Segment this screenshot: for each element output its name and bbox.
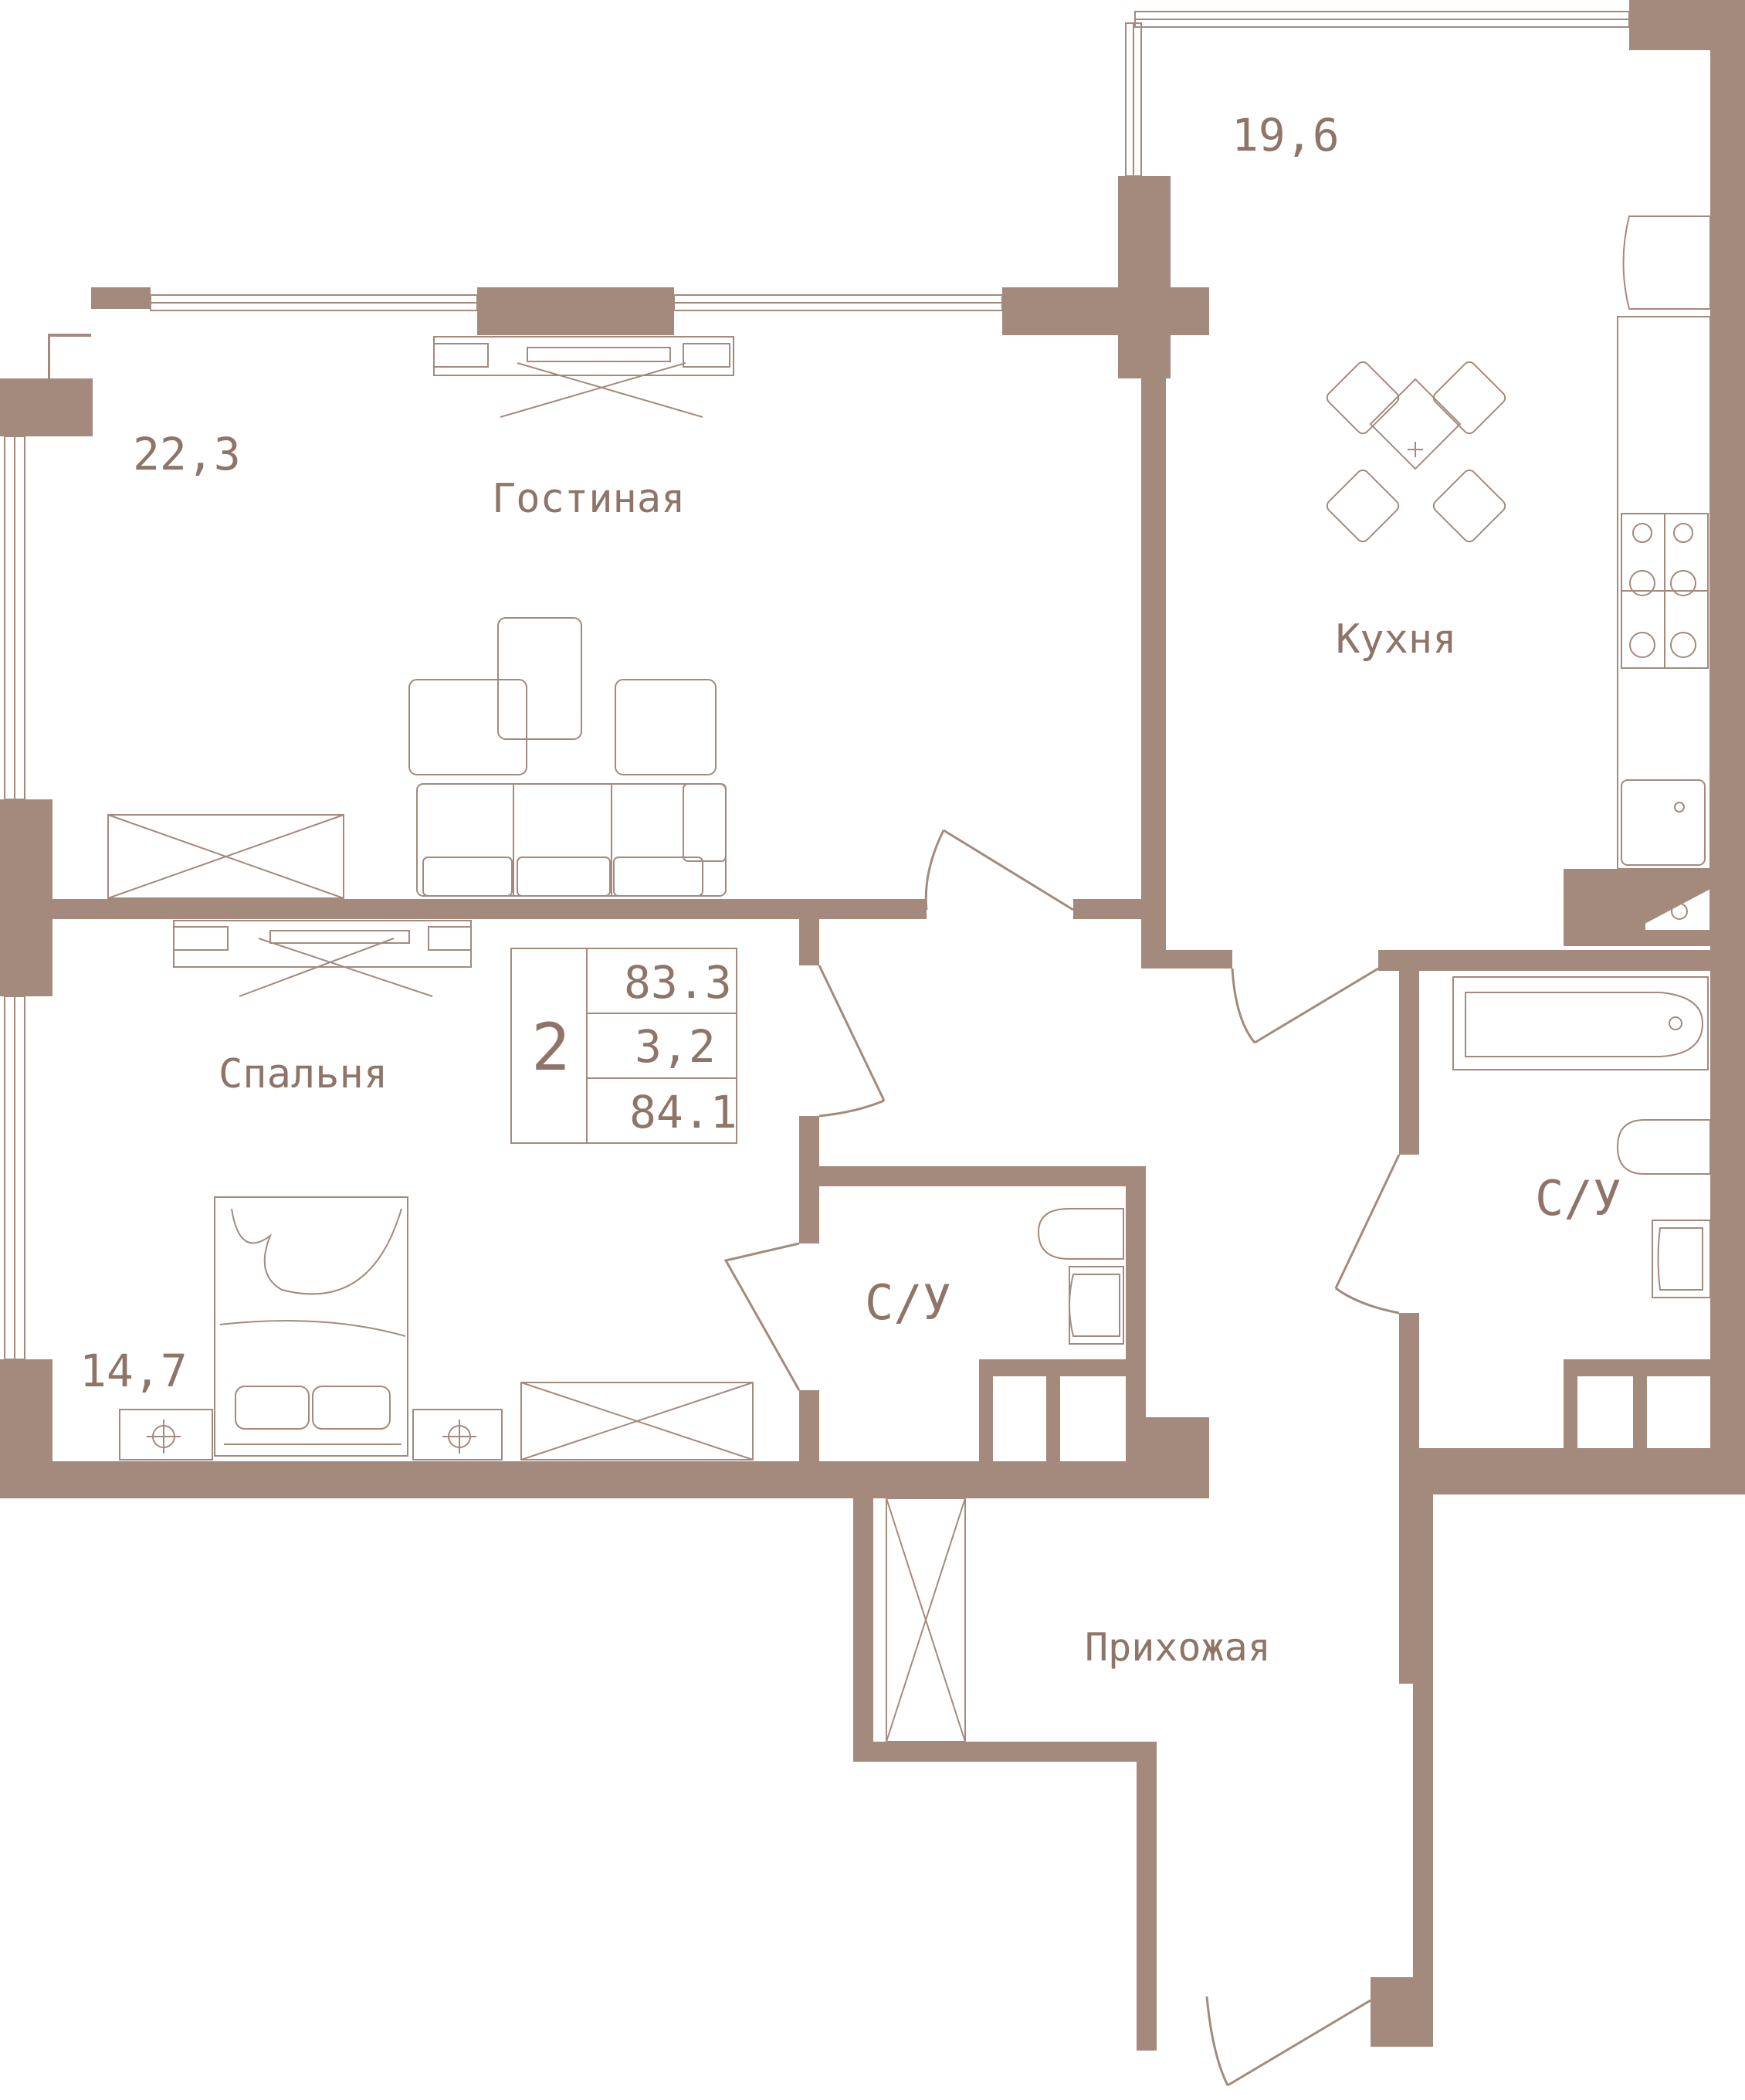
wall-bedroom-right-bot	[799, 1390, 819, 1471]
nightstand-right	[412, 1409, 503, 1461]
wall-living-top-right	[1002, 287, 1209, 335]
wall-kitchen-corner	[1629, 0, 1745, 958]
summary-rooms-count: 2	[531, 1009, 571, 1085]
wardrobe-hall	[886, 1498, 966, 1742]
wall-bath-right-right	[1710, 954, 1745, 1494]
washbasin-right	[1652, 1220, 1711, 1298]
nightstand-left	[119, 1409, 213, 1461]
storage-bedroom	[520, 1382, 754, 1461]
bathtub	[1452, 976, 1709, 1070]
wall-bath-right-shaft	[1564, 1359, 1745, 1376]
kitchen-counter	[1617, 215, 1711, 870]
labels: 22,3 Гостиная 19,6 Кухня Спальня 14,7 С/…	[80, 109, 1621, 1670]
summary-area-2: 3,2	[635, 1020, 716, 1073]
wall-living-top-mid	[477, 287, 674, 335]
wall-hall-left-lower	[1137, 1742, 1157, 2051]
wall-bath-right-shaft-v2	[1633, 1359, 1647, 1460]
door-kitchen	[1231, 967, 1379, 1044]
bath-right-name: С/У	[1535, 1170, 1621, 1226]
summary-box	[510, 948, 737, 1144]
sofa	[408, 617, 727, 897]
living-area: 22,3	[133, 428, 241, 480]
hall-name: Прихожая	[1085, 1625, 1271, 1670]
furniture	[107, 215, 1711, 1742]
wall-bath-shaft-v2	[1046, 1359, 1060, 1464]
bedroom-name: Спальня	[219, 1051, 388, 1097]
wall-living-right	[1073, 899, 1158, 919]
wall-left-1	[0, 799, 53, 911]
wall-bath-left-top	[799, 1166, 1145, 1186]
bed	[214, 1196, 408, 1457]
door-entrance	[1205, 1996, 1371, 2087]
doors	[723, 829, 1401, 2087]
washbasin-left	[1069, 1266, 1124, 1345]
wall-hall-left	[853, 1491, 873, 1761]
wall-kitchen-bottom-l	[1141, 950, 1232, 969]
wall-hall-right-lower	[1413, 1491, 1433, 2047]
wall-bath-right-top	[1378, 954, 1745, 971]
kitchen-area: 19,6	[1232, 109, 1340, 161]
toilet-right	[1616, 1119, 1711, 1175]
bath-left-name: С/У	[865, 1274, 951, 1331]
wall-corner-topleft	[0, 287, 151, 436]
wall-column-lower	[1141, 335, 1166, 953]
kitchen-sink-small	[1644, 887, 1711, 931]
tv-unit-living	[433, 336, 734, 418]
kitchen-name: Кухня	[1336, 616, 1457, 663]
summary-area-1: 83.3	[624, 956, 732, 1009]
wall-left-2	[0, 915, 53, 996]
bedroom-area: 14,7	[80, 1345, 188, 1397]
dining-set	[1326, 361, 1506, 543]
door-bath-right	[1334, 1154, 1401, 1315]
door-bath-left	[723, 1242, 801, 1391]
wall-living-bedroom	[0, 899, 927, 919]
wall-bath-right-left-top	[1399, 958, 1419, 1155]
door-living	[924, 829, 1074, 911]
wall-bath-right-shaft-v1	[1564, 1359, 1577, 1460]
summary-area-3: 84.1	[629, 1086, 737, 1138]
wall-bath-shaft-v	[979, 1359, 993, 1464]
wall-bedroom-right-top	[799, 919, 819, 965]
living-name: Гостиная	[492, 476, 685, 522]
toilet-left	[1037, 1208, 1124, 1260]
wall-hall-step	[853, 1742, 1157, 1762]
wall-hall-right-foot	[1371, 1977, 1433, 2047]
windows	[4, 11, 1630, 1360]
wall-kitchen-counter-block	[1564, 869, 1745, 946]
storage-living	[107, 814, 344, 899]
walls	[0, 0, 1745, 2051]
tv-unit-bedroom	[173, 920, 472, 997]
wall-bottom	[0, 1461, 1209, 1498]
door-bedroom	[818, 965, 886, 1118]
